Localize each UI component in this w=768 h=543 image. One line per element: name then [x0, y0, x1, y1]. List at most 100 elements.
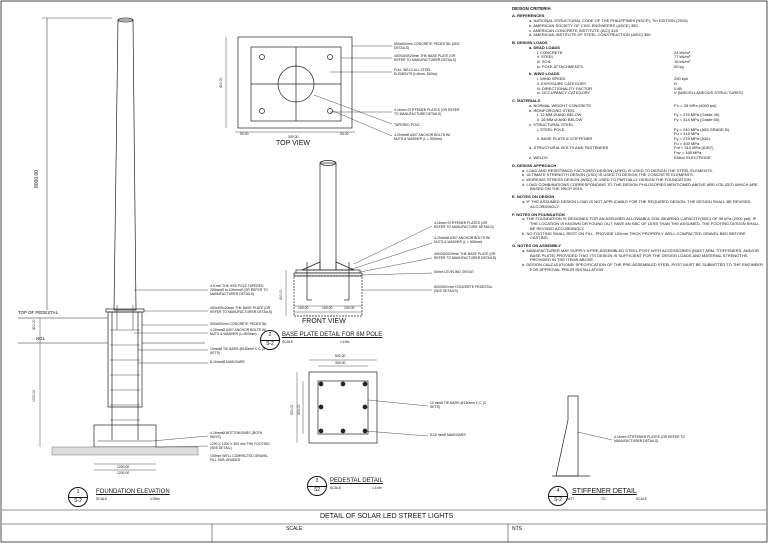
load-value: 18 kN/m³ [674, 59, 691, 65]
material-row: Fnv = 165 MPa [512, 150, 764, 156]
approach-item: d. LOAD COMBINATIONS CORRESPONDING TO TH… [522, 181, 758, 192]
ped-note-main-bars: 8-16 mmØ MAIN BARS [430, 433, 466, 437]
note-hss-pole: 4.5 mm THK HSS POLE TAPERED 200mmØ to 10… [210, 284, 268, 296]
fv-note-anchor-bolts: 4-20mmØ A307 ANCHOR BOLTS W/ NUTS & WASH… [434, 236, 491, 244]
notes-assembly-section: G. NOTES ON ASSEMBLY a. MANUFACTURER MAY… [512, 243, 764, 272]
detail-sheet-2: S-2 [261, 340, 279, 347]
fv-note-base-plate: 400X400X20mm THK BASE PLATE (OR REFER TO… [434, 252, 497, 260]
note-tie-bars: 10mmØ TIE BARS @150mm C.C (3 SETS) [210, 347, 265, 355]
base-plate-scale: 1:10m [340, 340, 350, 344]
load-key: i. CONCRETE [537, 49, 563, 55]
note-gravel-fill: 100mm WELL COMPACTED GRAVEL FILL SUB-GRA… [210, 454, 269, 462]
tv-dim-b: 300.00 [288, 135, 299, 139]
tv-note-pedestal: 500x500mm CONCRETE PEDESTAL (SEE DETAILS… [394, 42, 460, 50]
fv-dim-c: 100.00 [344, 306, 355, 310]
sheet-scale: NTS [512, 526, 522, 532]
note-bottom-bars: 4-16mmØ BOTTOM BARS (BOTH WAYS) [210, 431, 263, 439]
sheet-title: DETAIL OF SOLAR LED STREET LIGHTS [320, 513, 454, 520]
design-approach-section: D. DESIGN APPROACH a. LOAD AND RESISTANC… [512, 163, 764, 192]
load-key: ii. STEEL [537, 54, 554, 60]
front-view-title: FRONT VIEW [302, 318, 346, 325]
stiffener-scale-3: SCALE [636, 497, 648, 501]
ped-dim-side-outer: 500.00 [290, 404, 294, 415]
notes-design-item: a. IF THE ASSUMED DESIGN LOAD IS NOT APP… [522, 199, 751, 209]
load-key: iv. POLE ATTACHMENTS [537, 63, 583, 69]
load-key: ii. EXPOSURE CATEGORY [537, 80, 587, 86]
material-value: Fu = 400 MPa [674, 140, 700, 146]
wind-load-row: iv. OCCUPANCY CATEGORY V (MISCELLANEOUS S… [512, 91, 764, 96]
stiffener-detail-drawing [552, 395, 613, 477]
top-of-pedestal-label: TOP OF PEDESTAL [18, 310, 59, 315]
material-row: Fu = 400 MPa [512, 140, 764, 147]
stiffener-scale-1: NOT [567, 497, 575, 501]
load-key: i. WIND SPEED [537, 76, 566, 82]
material-value: Fnv = 165 MPa [674, 150, 702, 156]
material-row: b. REINFORCING STEEL [512, 108, 764, 114]
load-key: iii. DIRECTIONALITY FACTOR [537, 85, 593, 91]
ped-note-tie-bars: 10 mmØ TIE BARS @150mm C.C (3 SETS) [430, 401, 486, 409]
wind-load-row: i. WIND SPEED 250 kph [512, 76, 764, 82]
ped-dim-side-inner: 300.00 [297, 404, 301, 415]
fv-note-stiffener: 4-16mm STIFFENER PLATES (OR REFER TO MAN… [434, 221, 494, 229]
detail-sheet-4: S-2 [549, 496, 567, 503]
tv-dim-d: 400.00 [219, 77, 223, 88]
elevation-scale-label: SCALE [96, 497, 108, 501]
notes-design-title: E. NOTES ON DESIGN [512, 194, 555, 200]
pole-height-dim: 8000.00 [34, 169, 40, 188]
design-criteria: DESIGN CRITERIA A. REFERENCES a. NATIONA… [512, 6, 764, 272]
tv-note-base-plate: 400X400X20mm THK BASE PLATE (OR REFER TO… [394, 54, 457, 62]
design-loads-title: B. DESIGN LOADS [512, 40, 548, 46]
load-value: 50 kg [674, 63, 684, 69]
ped-dim-top-outer: 500.00 [335, 354, 346, 358]
sheet-scale-label: SCALE: [286, 526, 304, 532]
stiffener-title: STIFFENER DETAIL [572, 488, 637, 495]
reference-item: d. AMERICAN INSTITUTE OF STEEL CONSTRUCT… [529, 32, 651, 38]
detail-number-3: 3 [315, 478, 319, 484]
tv-note-full-weld: FULL WELD ALL STEEL ELEMENTS (t=5mm, E60… [394, 68, 438, 76]
detail-bubble-4: 4 S-2 [548, 486, 568, 506]
design-loads-section: B. DESIGN LOADS a. DEAD LOADS i. CONCRET… [512, 40, 764, 96]
material-key: e. WELDS [529, 154, 548, 160]
load-value: 24 kN/m³ [674, 49, 691, 55]
load-value: D [674, 80, 677, 86]
material-value: Fy = 276 MPa (A36) [674, 136, 710, 141]
notes-assembly-item: b. DESIGN CALCULATIONS/ SPECIFICATION OF… [522, 262, 763, 272]
load-key: iv. OCCUPANCY CATEGORY [537, 90, 591, 96]
material-value: Fnt = 310 MPa (A307) [674, 145, 714, 151]
materials-title: C. MATERIALS [512, 98, 541, 104]
fv-dim-a: 100.00 [298, 306, 309, 310]
tv-note-stiffener: 4-16mm STIFFENER PLATES (OR REFER TO MAN… [394, 108, 460, 116]
load-value: 250 kph [674, 76, 689, 82]
tv-dim-c: 50.00 [340, 132, 349, 136]
note-anchor-bolts: 4-20mmØ A307 ANCHOR BOLTS W/ NUTS & WASH… [210, 328, 267, 336]
tv-note-anchor-bolts: 4-20mmØ A307 ANCHOR BOLTS W/ NUTS & WASH… [394, 133, 451, 141]
load-value: V (MISCELLANEOUS STRUCTURES) [674, 90, 743, 96]
references-section: A. REFERENCES a. NATIONAL STRUCTURAL COD… [512, 14, 764, 38]
approach-item: a. LOAD AND RESISTANCE FACTORED DESIGN (… [522, 167, 714, 173]
pedestal-detail-drawing [296, 359, 429, 444]
tv-dim-a: 50.00 [240, 132, 249, 136]
dead-load-row: iv. POLE ATTACHMENTS 50 kg [512, 63, 764, 70]
detail-sheet-1: S-2 [69, 497, 87, 504]
material-value: Fy = 414 MPa (Grade 60) [674, 117, 720, 123]
approach-item: b. ULTIMATE STRENGTH DESIGN (USD) IS USE… [522, 172, 694, 178]
note-base-plate: 400x400x20mm THK BASE PLATE (OR REFER TO… [210, 306, 273, 314]
dead-loads-title: a. DEAD LOADS [529, 44, 560, 50]
pedestal-scale: 1:10m [372, 486, 382, 490]
fv-note-grout: 50mm LEVELING GROUT [434, 270, 475, 274]
pedestal-height-dim: 400.00 [32, 319, 36, 330]
notes-foundation-item: a. THE FOUNDATION IS DESIGNED FOR AN ASS… [522, 216, 760, 231]
ngl-label: NGL [36, 336, 46, 341]
detail-bubble-2: 2 S-2 [260, 330, 280, 350]
notes-assembly-item: a. MANUFACTURER MAY SUPPLY A PRE-ASSEMBL… [522, 247, 759, 263]
detail-sheet-3: S2 [308, 486, 326, 493]
ped-dim-top-inner: 300.00 [335, 361, 346, 365]
detail-number-4: 4 [556, 488, 560, 494]
fv-note-pedestal: 500X500 mm CONCRETE PEDESTAL (SEE DETAIL… [434, 285, 493, 293]
